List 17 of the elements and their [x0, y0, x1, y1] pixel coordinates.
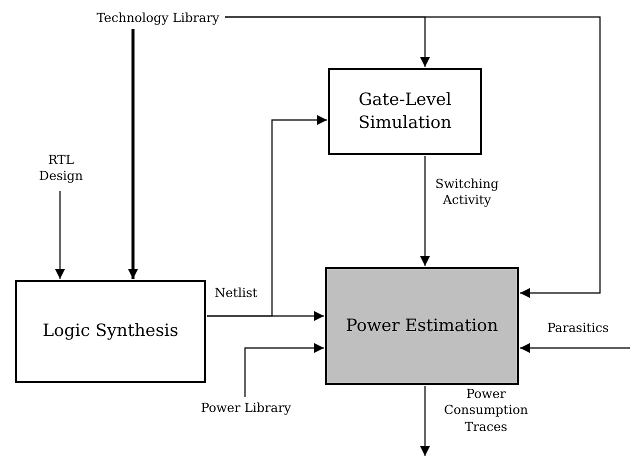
arrow — [225, 16, 601, 298]
arrow — [420, 156, 430, 266]
box-label: Logic Synthesis — [42, 320, 178, 343]
process-box — [328, 68, 482, 155]
arrow — [207, 115, 327, 317]
box-label: Power Estimation — [346, 314, 498, 338]
arrow — [128, 29, 138, 279]
input-label: Power Library — [196, 398, 296, 418]
input-label: Technology Library — [92, 8, 224, 28]
arrow — [244, 343, 324, 397]
arrow — [520, 343, 630, 353]
input-label: RTL Design — [36, 146, 86, 190]
arrow — [420, 386, 430, 456]
process-box — [15, 280, 206, 383]
process-box — [325, 267, 519, 385]
box-label: Gate-Level Simulation — [357, 89, 453, 134]
arrow — [55, 191, 65, 279]
